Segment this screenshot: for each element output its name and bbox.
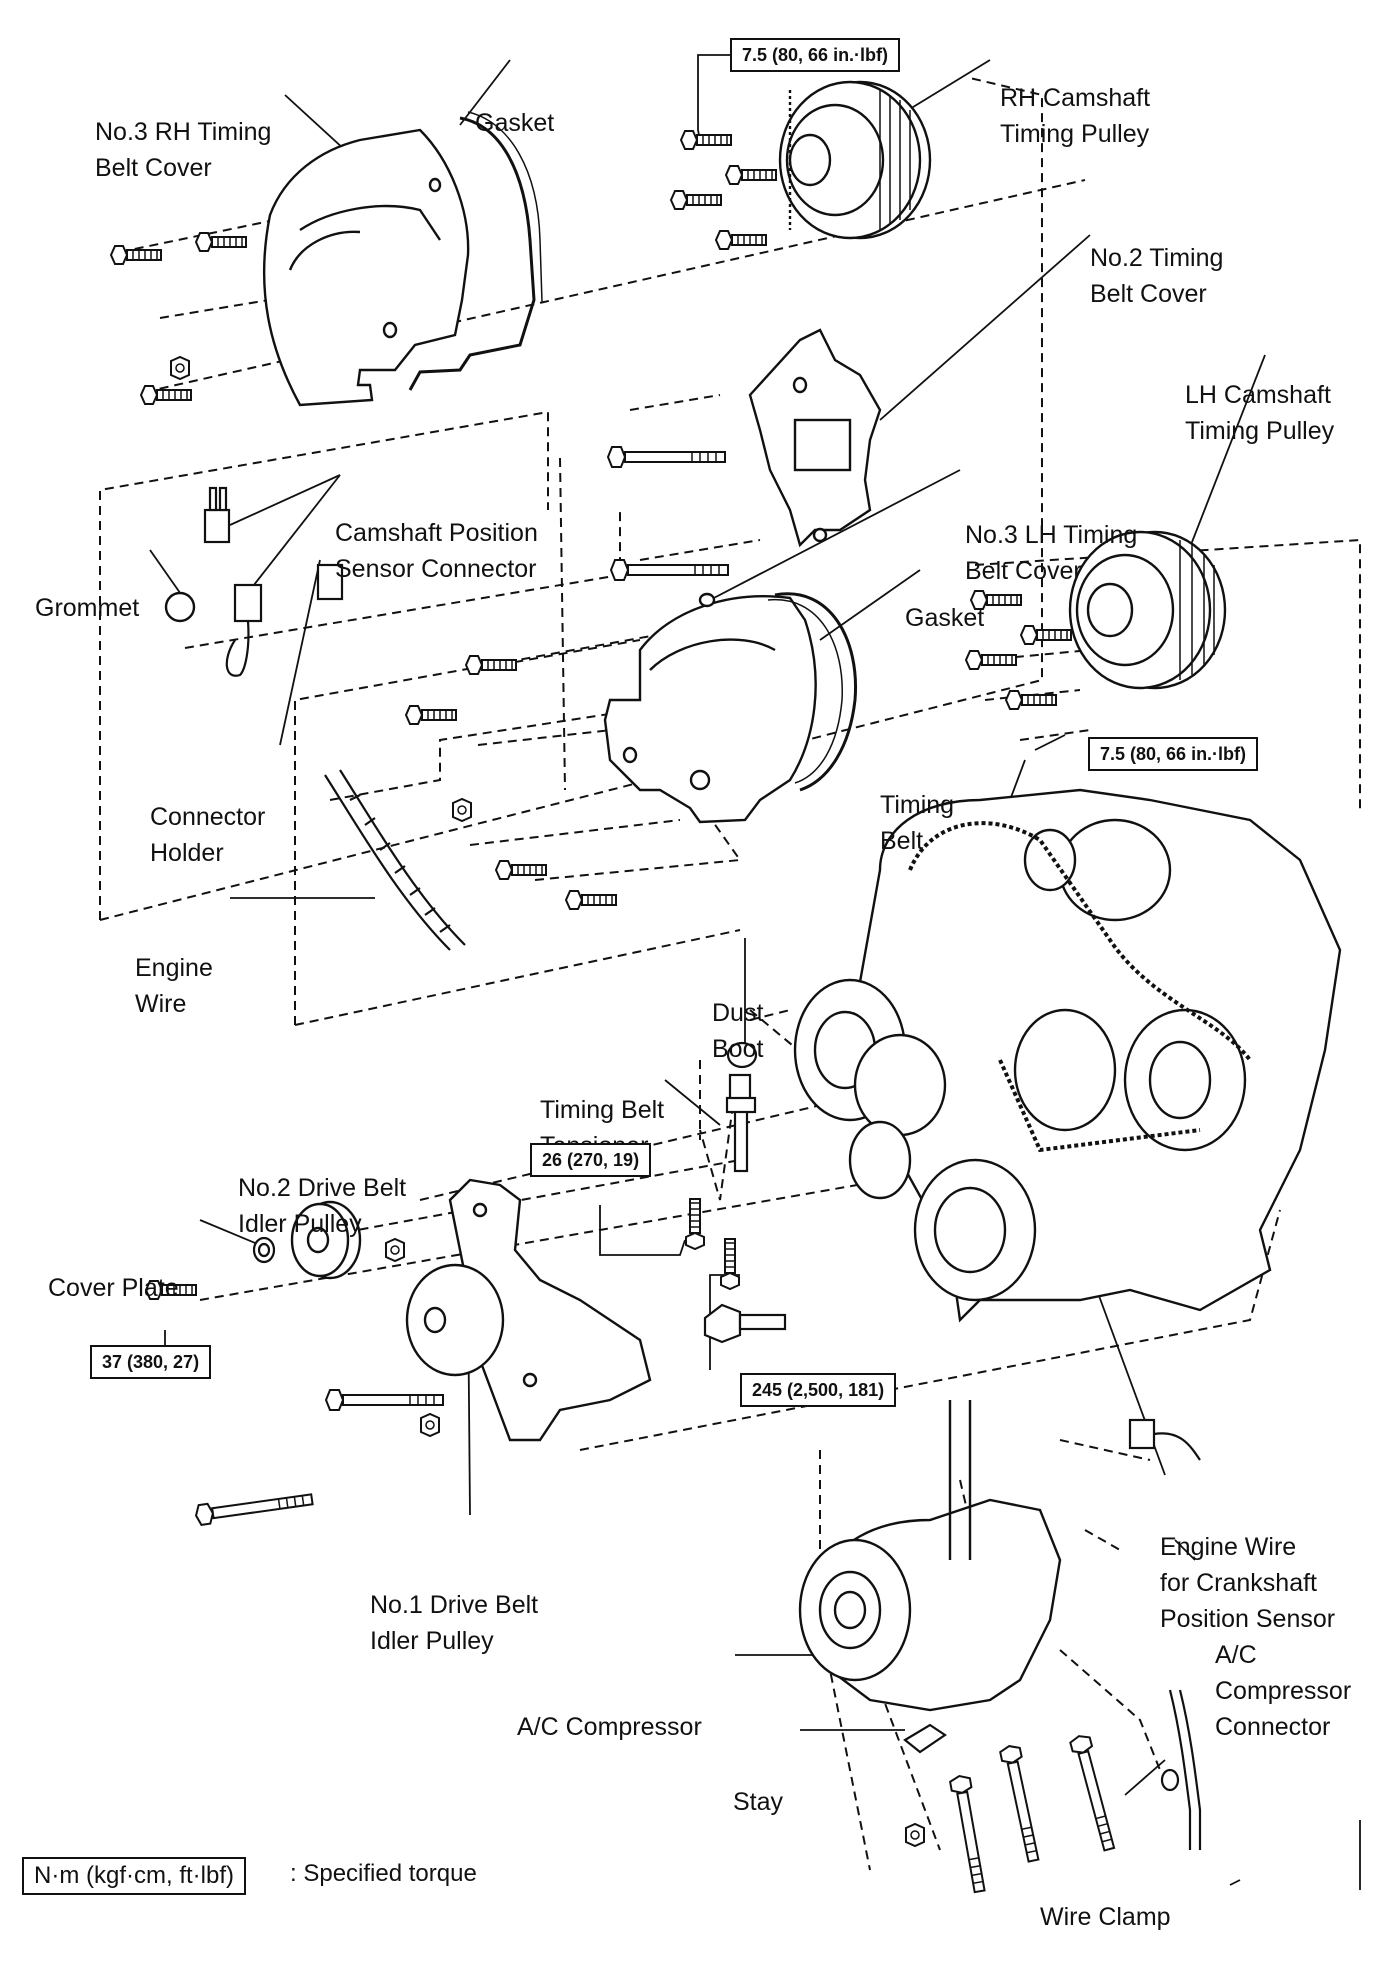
nut-icon (170, 356, 190, 380)
engine-pulleys (793, 818, 1247, 1302)
label-stay: Stay (733, 1788, 784, 1816)
torque-box-rh-pulley: 7.5 (80, 66 in.·lbf) (730, 38, 901, 72)
long-bolt-icon (607, 446, 726, 468)
lh-pulley-gear-teeth (1179, 540, 1215, 680)
lh-timing-belt-cover (603, 592, 817, 824)
label-wire-clamp: Wire Clamp (1040, 1903, 1171, 1931)
rh-pulley-gear-teeth (879, 90, 911, 230)
long-bolt-icon (948, 1773, 991, 1895)
lh-cover-gasket (774, 592, 858, 792)
bolt-icon (140, 385, 192, 405)
crankshaft-pulley-bolt (703, 1303, 787, 1344)
bolt-icon (1020, 625, 1072, 645)
rh-camshaft-timing-pulley (778, 80, 932, 240)
stay (903, 1723, 947, 1754)
dust-boot (726, 1041, 758, 1069)
long-bolt-icon (193, 1488, 315, 1527)
long-bolt-icon (325, 1389, 444, 1411)
grommet-icon (164, 591, 196, 623)
engine-wire (324, 769, 466, 951)
bolt-icon (195, 232, 247, 252)
no2-drive-belt-idler-pulley (290, 1200, 362, 1280)
bolt-icon (725, 165, 777, 185)
nut-icon (452, 798, 472, 822)
legend-unit-box: N·m (kgf·cm, ft·lbf) (22, 1857, 246, 1895)
bolt-icon (565, 890, 617, 910)
long-bolt-icon (610, 559, 729, 581)
bolt-icon (495, 860, 547, 880)
nut-icon (905, 1823, 925, 1847)
label-gasket-mid: Gasket (905, 604, 985, 632)
rh-cover-gasket (408, 116, 536, 391)
bolt-icon (680, 130, 732, 150)
bolt-icon (405, 705, 457, 725)
cover-plate (252, 1236, 276, 1264)
wire-clamp-wire (1168, 1689, 1202, 1850)
timing-belt-strip (908, 821, 1252, 1153)
long-bolt-icon (998, 1743, 1045, 1864)
label-ac-compressor: A/C Compressor (517, 1713, 702, 1741)
bolt-icon (685, 1198, 705, 1250)
camshaft-position-sensor-connector (203, 486, 344, 677)
bolt-icon (465, 655, 517, 675)
ac-compressor (798, 1400, 1062, 1712)
label-grommet: Grommet (35, 594, 140, 622)
label-cover-plate: Cover Plate (48, 1274, 179, 1302)
bolt-icon (670, 190, 722, 210)
bolt-icon (715, 230, 767, 250)
timing-belt-tensioner (725, 1073, 757, 1173)
torque-box-idler: 37 (380, 27) (90, 1345, 212, 1379)
legend-description: : Specified torque (290, 1860, 477, 1887)
rh-timing-belt-cover (262, 128, 470, 407)
bolt-icon (720, 1238, 740, 1290)
exploded-view-diagram (99, 54, 1361, 1895)
torque-box-tensioner: 26 (270, 19) (530, 1143, 652, 1177)
torque-box-lh-pulley: 7.5 (80, 66 in.·lbf) (1088, 737, 1259, 771)
torque-box-crank: 245 (2,500, 181) (740, 1373, 897, 1407)
no1-drive-belt-idler-pulley (405, 1178, 652, 1442)
no2-timing-belt-cover (748, 328, 882, 548)
lh-camshaft-timing-pulley (1068, 530, 1227, 690)
nut-icon (420, 1413, 440, 1437)
label-gasket-top: Gasket (475, 109, 555, 137)
wire-clamp (1160, 1768, 1180, 1792)
ac-compressor-connector (1128, 1418, 1201, 1461)
